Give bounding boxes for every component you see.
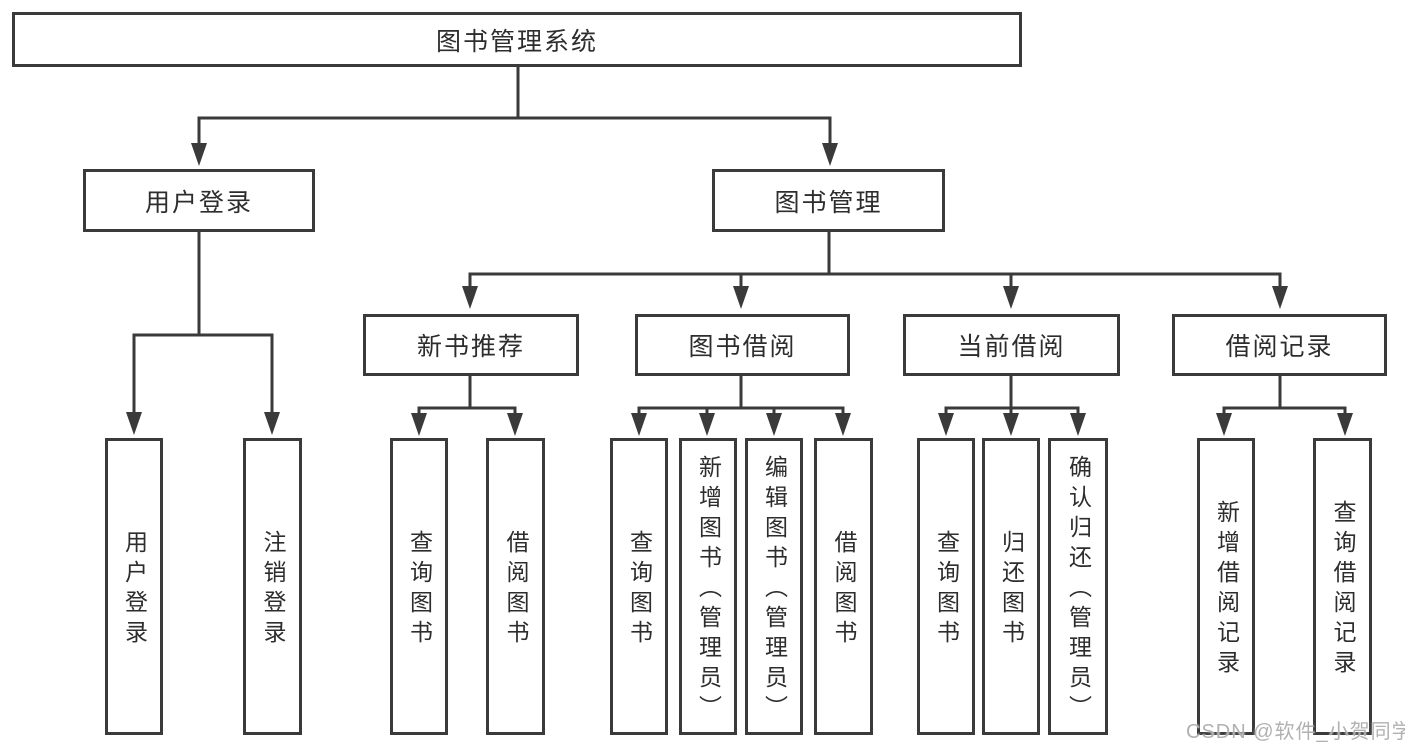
node-book-borrowing: 图书借阅 [635, 314, 850, 376]
node-new-book-recommendation: 新书推荐 [363, 314, 579, 376]
node-borrowing-records: 借阅记录 [1172, 314, 1387, 376]
leaf-current-query-books: 查询图书 [917, 438, 975, 735]
leaf-user-login: 用户登录 [105, 438, 163, 735]
node-book-borrowing-label: 图书借阅 [688, 333, 797, 361]
leaf-recommend-borrow-books: 借阅图书 [486, 438, 545, 735]
node-new-book-recommendation-label: 新书推荐 [416, 333, 525, 361]
leaf-recommend-query-books: 查询图书 [390, 438, 448, 735]
node-book-management-label: 图书管理 [774, 188, 883, 217]
leaf-return-books-label: 归还图书 [998, 530, 1025, 650]
node-borrowing-records-label: 借阅记录 [1225, 333, 1334, 361]
node-book-management: 图书管理 [712, 169, 945, 232]
leaf-borrowing-query-books-label: 查询图书 [626, 530, 653, 650]
leaf-query-borrow-record: 查询借阅记录 [1313, 438, 1372, 735]
leaf-borrowing-borrow-books: 借阅图书 [814, 438, 873, 735]
leaf-current-query-books-label: 查询图书 [933, 530, 960, 650]
leaf-add-book-admin-label: 新增图书（管理员） [695, 455, 722, 725]
leaf-edit-book-admin: 编辑图书（管理员） [745, 438, 803, 735]
leaf-user-login-label: 用户登录 [121, 530, 148, 650]
leaf-recommend-query-books-label: 查询图书 [406, 530, 433, 650]
csdn-watermark: CSDN @软件_小贺同学 [1186, 721, 1405, 743]
leaf-recommend-borrow-books-label: 借阅图书 [503, 530, 529, 650]
leaf-confirm-return-admin: 确认归还（管理员） [1048, 438, 1108, 735]
leaf-borrowing-borrow-books-label: 借阅图书 [831, 530, 857, 650]
leaf-add-book-admin: 新增图书（管理员） [679, 438, 737, 735]
leaf-confirm-return-admin-label: 确认归还（管理员） [1065, 455, 1092, 725]
leaf-return-books: 归还图书 [982, 438, 1040, 735]
node-user-login-label: 用户登录 [144, 188, 253, 217]
leaf-logout-label: 注销登录 [260, 530, 286, 650]
node-root: 图书管理系统 [12, 12, 1022, 67]
leaf-query-borrow-record-label: 查询借阅记录 [1330, 500, 1356, 680]
leaf-add-borrow-record: 新增借阅记录 [1197, 438, 1255, 735]
node-current-borrowing: 当前借阅 [903, 314, 1120, 376]
node-user-login: 用户登录 [83, 169, 315, 232]
leaf-add-borrow-record-label: 新增借阅记录 [1213, 500, 1240, 680]
leaf-logout: 注销登录 [243, 438, 302, 735]
leaf-edit-book-admin-label: 编辑图书（管理员） [761, 455, 788, 725]
leaf-borrowing-query-books: 查询图书 [610, 438, 668, 735]
node-current-borrowing-label: 当前借阅 [957, 333, 1066, 361]
arrowheads [126, 143, 1353, 436]
node-root-label: 图书管理系统 [435, 27, 598, 56]
